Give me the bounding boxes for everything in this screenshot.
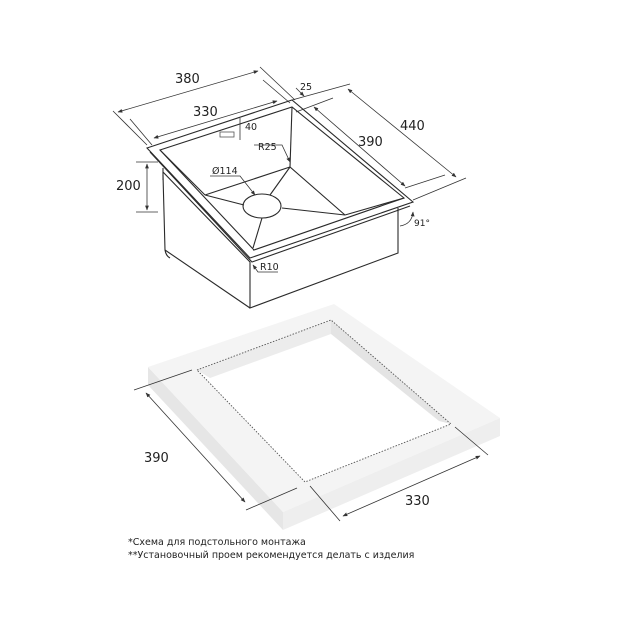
- drain-hole: [242, 193, 282, 219]
- height-label: 200: [116, 179, 141, 194]
- cutout-width-label: 330: [405, 494, 430, 509]
- rim-label: 25: [300, 82, 312, 93]
- corner-radius-label: R25: [258, 142, 277, 153]
- overall-width-label: 380: [175, 72, 200, 87]
- footnote-1: *Схема для подстольного монтажа: [128, 537, 306, 548]
- bottom-radius-label: R10: [260, 262, 279, 273]
- countertop: [133, 304, 500, 530]
- bowl-depth-label: 390: [358, 135, 383, 150]
- overflow-label: 40: [245, 122, 257, 133]
- cutout-depth-label: 390: [144, 451, 169, 466]
- sink: [146, 99, 415, 309]
- cutout-outline: [196, 319, 452, 483]
- drain-label: Ø114: [212, 166, 238, 177]
- overall-depth-label: 440: [400, 119, 425, 134]
- angle-label: 91°: [414, 219, 430, 229]
- sink-dimensions: [112, 66, 467, 273]
- bowl-width-label: 330: [193, 105, 218, 120]
- footnotes: *Схема для подстольного монтажа **Устано…: [128, 536, 414, 562]
- footnote-2: **Установочный проем рекомендуется делат…: [128, 550, 415, 561]
